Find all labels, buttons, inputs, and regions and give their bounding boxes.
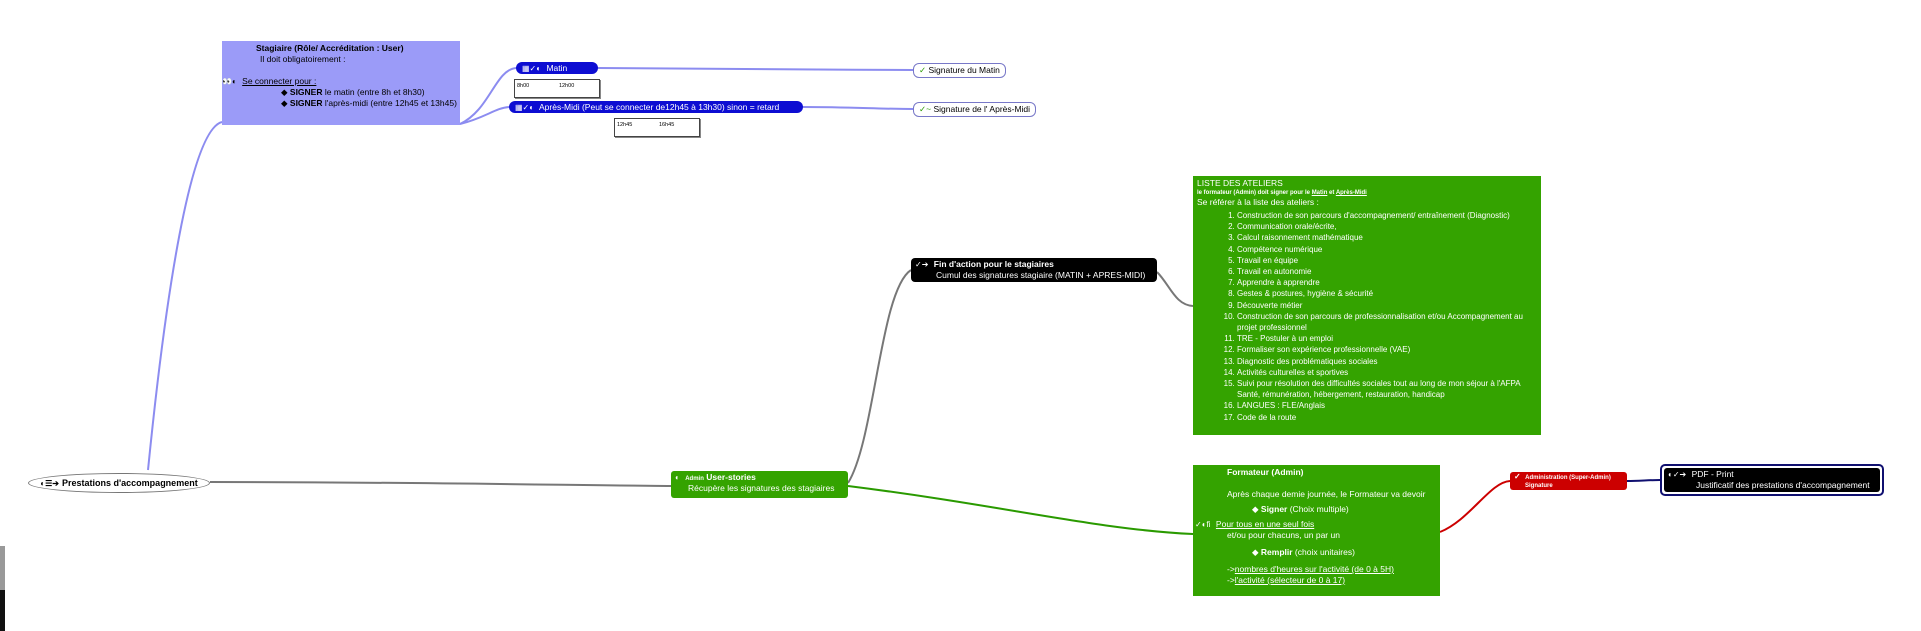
user-stories-node[interactable]: ◐ Admin User-stories Récupère les signat… <box>671 471 848 498</box>
formateur-line1: Après chaque demie journée, le Formateur… <box>1227 489 1426 499</box>
formateur-remplir: ◆ Remplir (choix unitaires) <box>1252 547 1355 557</box>
formateur-pour-tous-rest: et/ou pour chacuns, un par un <box>1227 530 1340 540</box>
fin-action-node[interactable]: ✓➔ Fin d'action pour le stagiaires Cumul… <box>911 258 1157 282</box>
atelier-item: Activités culturelles et sportives <box>1237 367 1537 378</box>
atelier-item: Calcul raisonnement mathématique <box>1237 232 1537 243</box>
apres-icons: ▦✓◐ <box>515 103 535 112</box>
check-icon: ✓~ <box>919 104 934 114</box>
stagiaire-title: Stagiaire (Rôle/ Accréditation : User) <box>256 43 404 53</box>
link-userstories-formateur <box>847 485 1194 535</box>
admin-line2: Signature <box>1525 483 1553 489</box>
ateliers-note: le formateur (Admin) doit signer pour le… <box>1197 190 1367 196</box>
atelier-item: Construction de son parcours de professi… <box>1237 311 1537 333</box>
bullet-icon: ◆ <box>281 98 290 108</box>
stagiaire-item: ◆ SIGNER le matin (entre 8h et 8h30) <box>281 87 425 97</box>
atelier-item: Apprendre à apprendre <box>1237 277 1537 288</box>
formateur-pour-tous: Pour tous en une seul fois <box>1215 519 1315 529</box>
formateur-title: Formateur (Admin) <box>1227 467 1304 477</box>
atelier-item: Communication orale/écrite, <box>1237 221 1537 232</box>
fin-icons: ✓➔ <box>915 260 929 269</box>
check-icon: ✓ <box>919 65 929 75</box>
matin-label: Matin <box>546 63 568 73</box>
signature-matin-label: Signature du Matin <box>928 65 1000 75</box>
atelier-item: Formaliser son expérience professionnell… <box>1237 344 1537 355</box>
link-stagiaire-matin <box>459 67 517 125</box>
signature-matin-node[interactable]: ✓ Signature du Matin <box>913 63 1006 78</box>
root-label: Prestations d'accompagnement <box>62 477 198 488</box>
matin-time-end: 12h00 <box>559 83 575 89</box>
admin-node[interactable]: ✓ Administration (Super-Admin) Signature <box>1510 472 1627 490</box>
signature-apres-label: Signature de l' Après-Midi <box>933 104 1031 114</box>
formateur-node[interactable]: Formateur (Admin) Après chaque demie jou… <box>1193 465 1440 596</box>
link-stagiaire-apres <box>459 106 510 125</box>
atelier-item: Découverte métier <box>1237 300 1537 311</box>
user-stories-icons: ◐ <box>675 473 680 482</box>
user-stories-title: User-stories <box>706 472 756 482</box>
link-apres-signature <box>802 106 914 110</box>
user-stories-prefix: Admin <box>685 476 704 482</box>
matin-icons: ▦✓◐ <box>522 64 542 73</box>
user-stories-subtitle: Récupère les signatures des stagiaires <box>688 483 835 493</box>
admin-check-icon: ✓ <box>1514 472 1521 481</box>
matin-time-start: 8h00 <box>517 83 530 89</box>
link-root-userstories <box>209 481 672 487</box>
bullet-icon: ◆ <box>1252 504 1261 514</box>
root-icons: ◐☰➔ <box>40 478 60 488</box>
stagiaire-subtitle: Il doit obligatoirement : <box>260 54 346 64</box>
atelier-item: Compétence numérique <box>1237 244 1537 255</box>
formateur-heures: ->nombres d'heures sur l'activité (de 0 … <box>1227 564 1394 574</box>
formateur-activite: ->l'activité (sélecteur de 0 à 17) <box>1227 575 1346 585</box>
matin-node[interactable]: ▦✓◐ Matin <box>516 62 598 74</box>
pdf-icons: ◐✓➔ <box>1668 470 1687 479</box>
link-formateur-admin <box>1439 480 1511 533</box>
link-root-stagiaire <box>147 121 223 471</box>
link-fin-ateliers <box>1156 271 1194 307</box>
admin-line1: Administration (Super-Admin) <box>1525 475 1611 481</box>
link-matin-signature <box>597 67 914 71</box>
formateur-icons: ✓◐fi <box>1195 520 1211 529</box>
fin-subtitle: Cumul des signatures stagiaire (MATIN + … <box>936 270 1146 280</box>
stagiaire-node[interactable]: Stagiaire (Rôle/ Accréditation : User) I… <box>222 41 460 125</box>
atelier-item: Travail en autonomie <box>1237 266 1537 277</box>
connect-icons: 👀◐ <box>222 77 237 86</box>
atelier-item: Suivi pour résolution des difficultés so… <box>1237 378 1537 400</box>
bullet-icon: ◆ <box>1252 547 1261 557</box>
formateur-signer: ◆ Signer (Choix multiple) <box>1252 504 1349 514</box>
link-admin-pdf <box>1626 479 1661 482</box>
apres-time-start: 12h45 <box>617 122 633 128</box>
atelier-item: Travail en équipe <box>1237 255 1537 266</box>
root-node[interactable]: ◐☰➔ Prestations d'accompagnement <box>28 473 210 493</box>
atelier-item: Code de la route <box>1237 412 1537 423</box>
ateliers-node[interactable]: LISTE DES ATELIERS le formateur (Admin) … <box>1193 176 1541 435</box>
link-userstories-fin <box>847 269 912 484</box>
pdf-subtitle: Justificatif des prestations d'accompagn… <box>1696 480 1870 490</box>
ateliers-intro: Se référer à la liste des ateliers : <box>1197 197 1319 207</box>
ateliers-title: LISTE DES ATELIERS <box>1197 178 1283 188</box>
matin-time-table: 8h00 12h00 <box>514 79 600 98</box>
atelier-item: Diagnostic des problématiques sociales <box>1237 356 1537 367</box>
scroll-edge-mark-dark <box>0 590 5 631</box>
connect-label: Se connecter pour : <box>242 76 317 86</box>
atelier-item: LANGUES : FLE/Anglais <box>1237 400 1537 411</box>
apres-label: Après-Midi (Peut se connecter de12h45 à … <box>539 102 780 112</box>
atelier-item: Gestes & postures, hygiène & sécurité <box>1237 288 1537 299</box>
atelier-item: TRE - Postuler à un emploi <box>1237 333 1537 344</box>
apres-time-table: 12h45 16h45 <box>614 118 700 137</box>
apres-midi-node[interactable]: ▦✓◐ Après-Midi (Peut se connecter de12h4… <box>509 101 803 113</box>
atelier-item: Construction de son parcours d'accompagn… <box>1237 210 1537 221</box>
stagiaire-item: ◆ SIGNER l'après-midi (entre 12h45 et 13… <box>281 98 457 108</box>
bullet-icon: ◆ <box>281 87 290 97</box>
apres-time-end: 16h45 <box>659 122 675 128</box>
signature-apres-node[interactable]: ✓~ Signature de l' Après-Midi <box>913 102 1037 117</box>
scroll-edge-mark <box>0 546 5 590</box>
pdf-node[interactable]: ◐✓➔ PDF - Print Justificatif des prestat… <box>1660 464 1884 496</box>
pdf-title: PDF - Print <box>1691 469 1734 479</box>
ateliers-list: Construction de son parcours d'accompagn… <box>1197 210 1537 423</box>
fin-title: Fin d'action pour le stagiaires <box>933 259 1054 269</box>
